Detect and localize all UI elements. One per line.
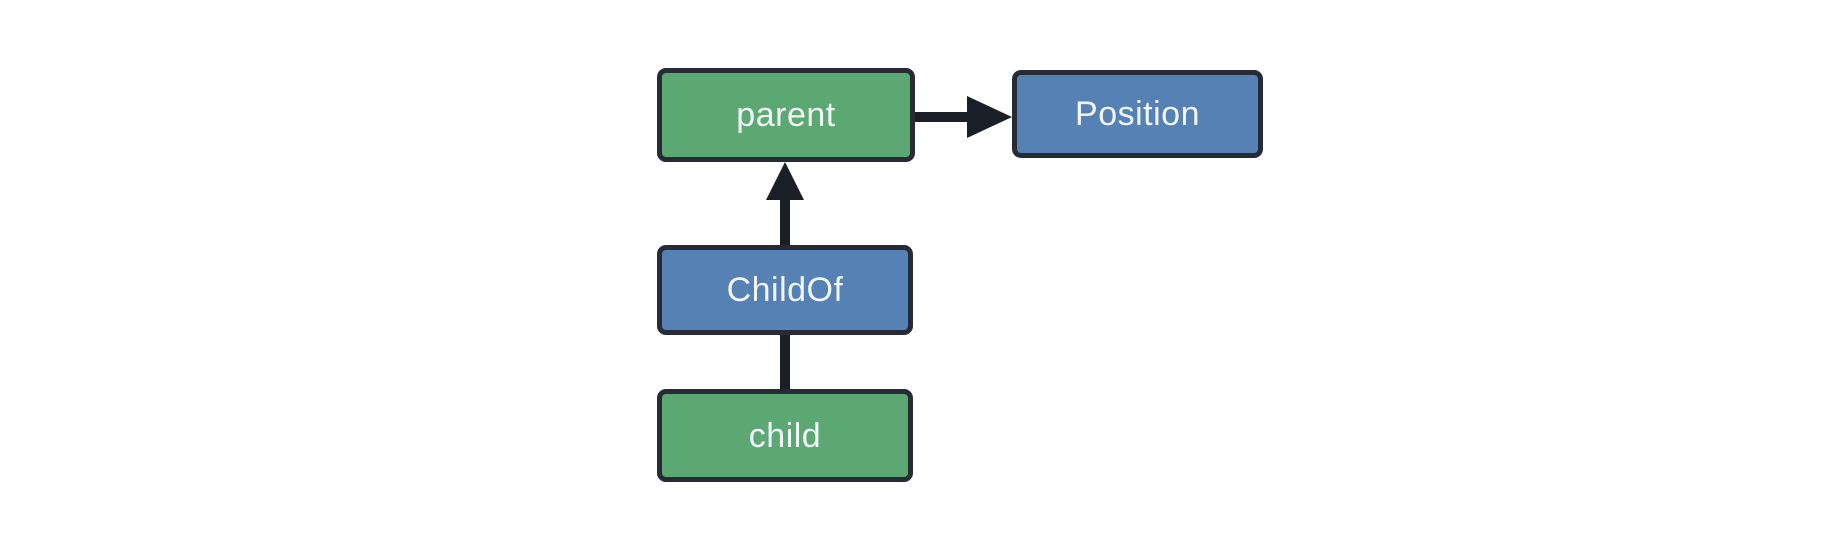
node-child: child [657,389,913,482]
edge-parent-to-position-arrow [913,96,1012,138]
node-child-label: child [748,416,822,455]
node-position-label: Position [1075,95,1200,133]
node-position: Position [1012,70,1263,158]
node-childof-label: ChildOf [726,271,844,309]
edge-child-to-childof-line [780,335,790,389]
node-childof: ChildOf [657,245,913,335]
edge-childof-to-parent-arrow [766,162,804,245]
node-parent-label: parent [736,96,836,134]
node-parent: parent [657,68,915,162]
